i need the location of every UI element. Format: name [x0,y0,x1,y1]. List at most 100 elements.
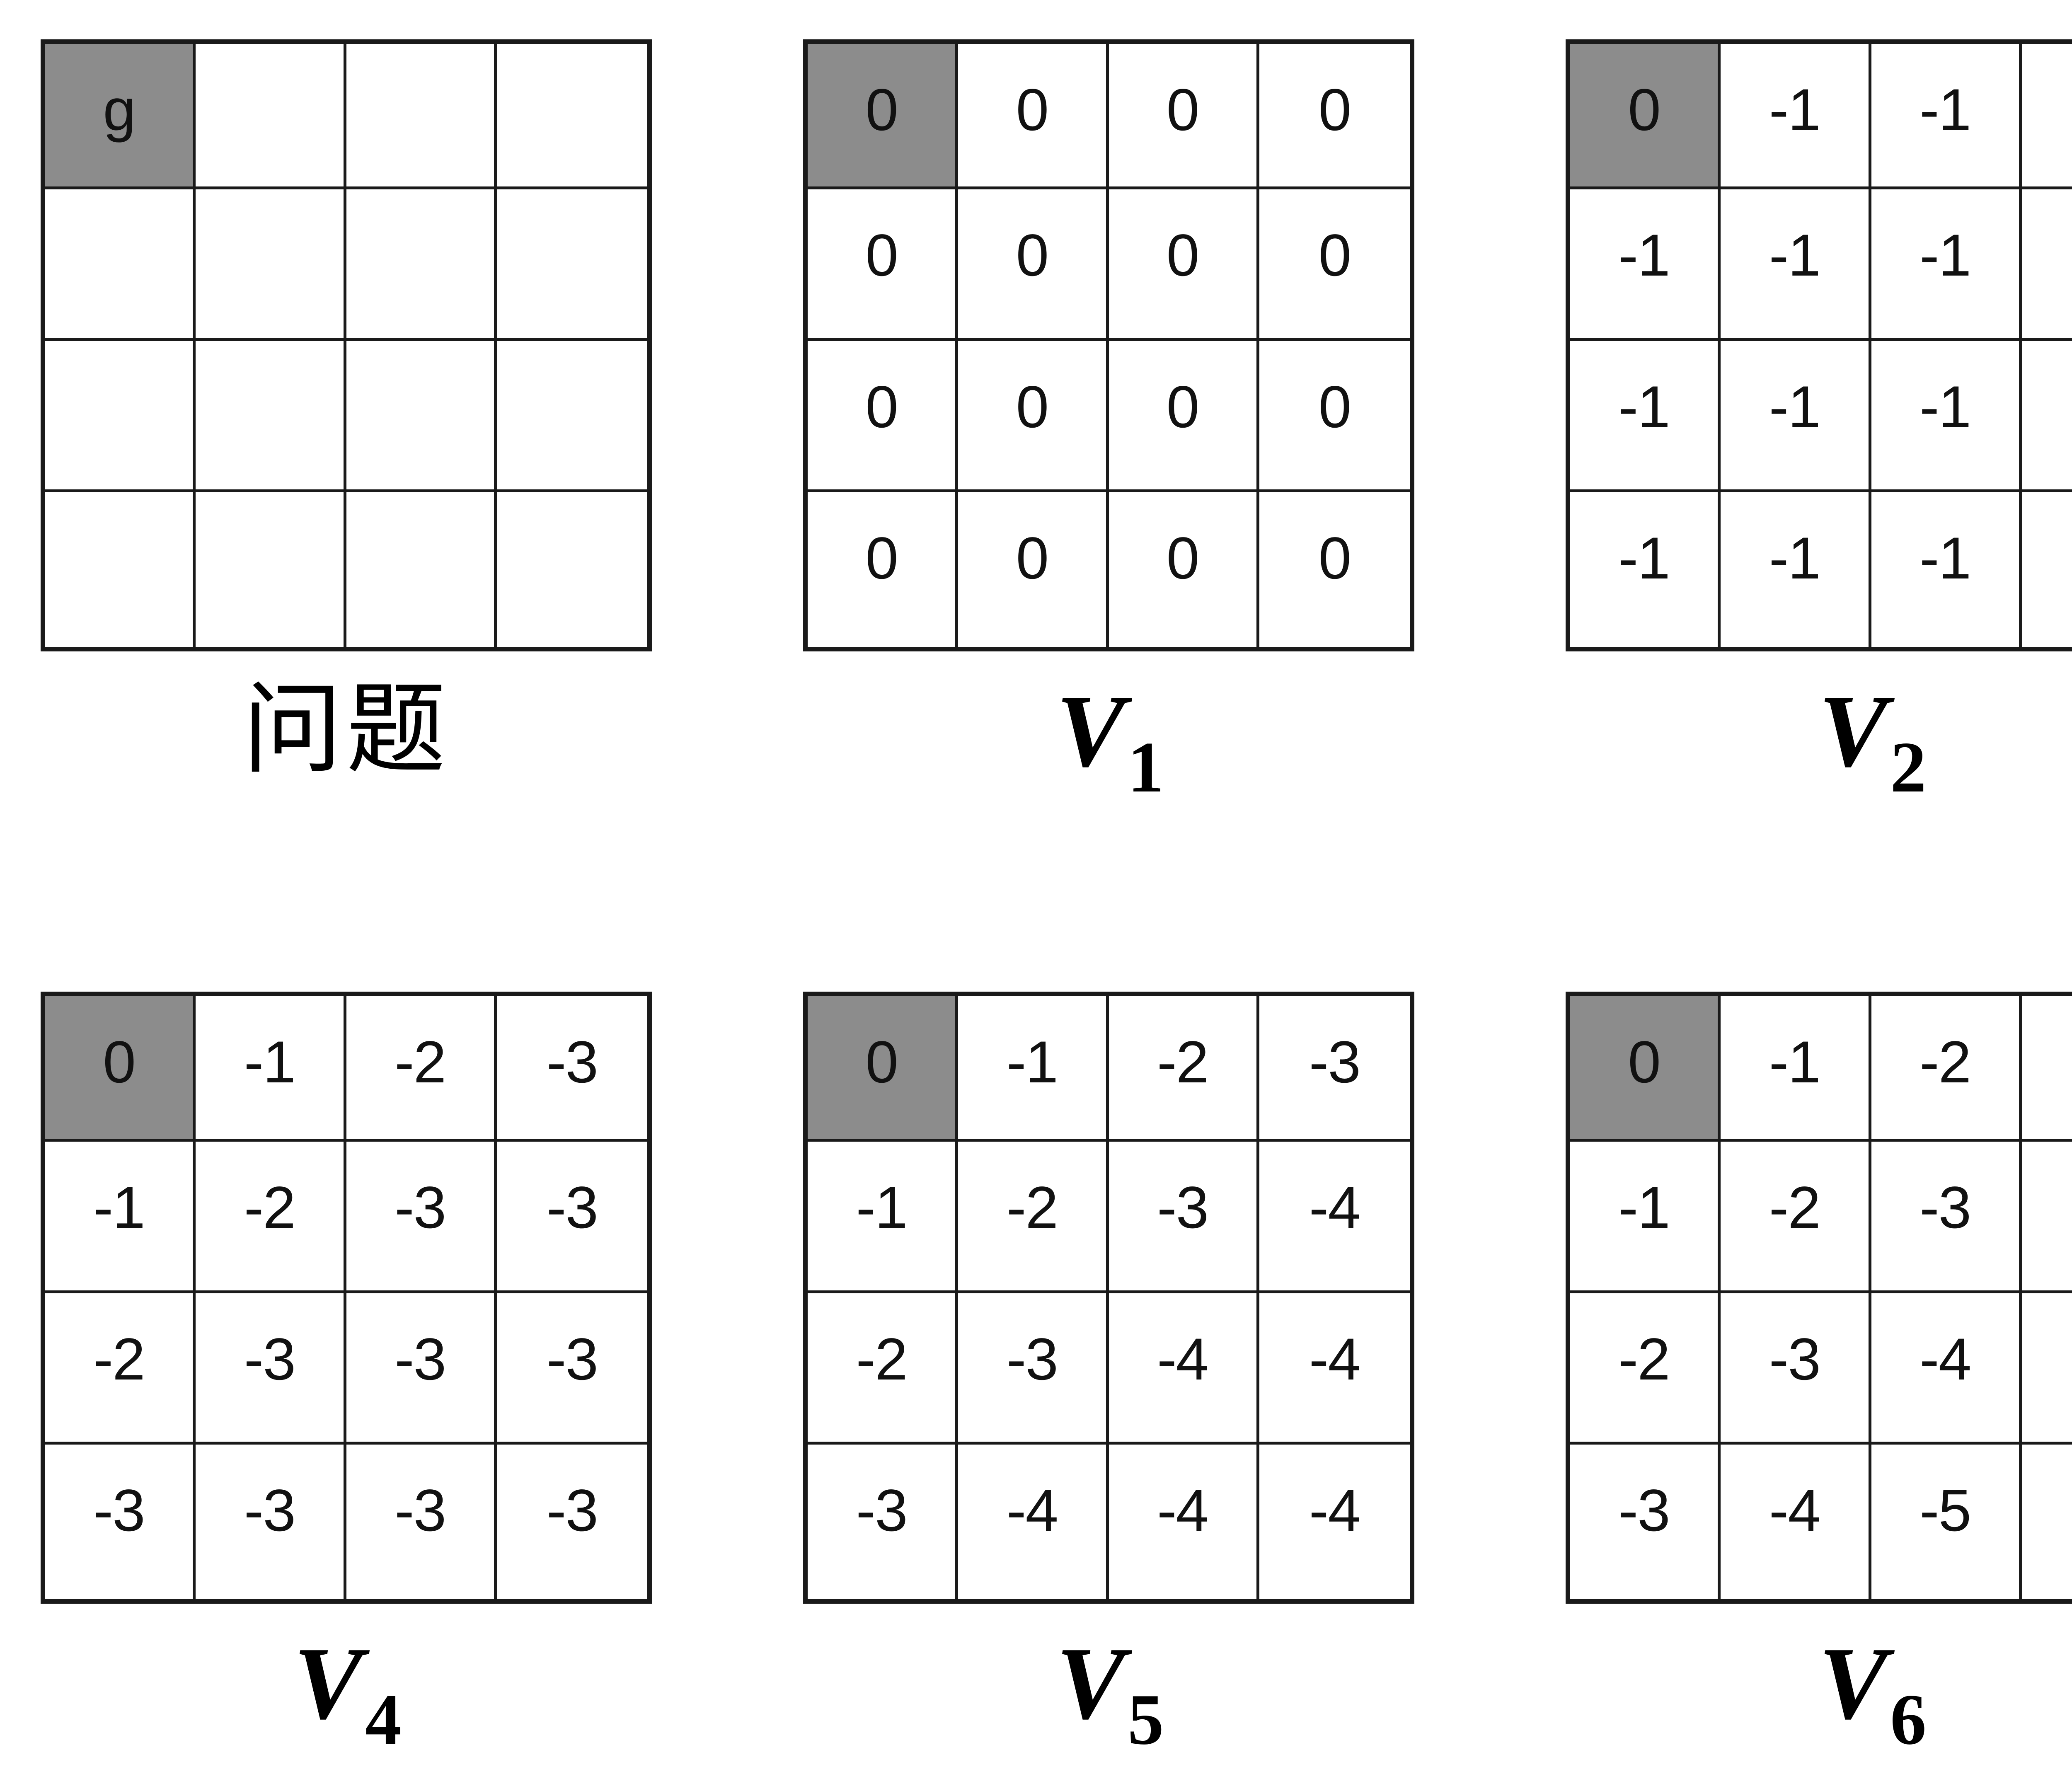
cell-value: -3 [546,1326,598,1392]
caption-label: 问题 [242,671,450,787]
cell-value: -3 [395,1326,446,1392]
cell-value: -1 [1769,77,1821,143]
grid-cell-r3-c3: -3 [496,1445,647,1599]
grid-cell-r0-c3: -3 [496,996,647,1142]
grid-cell-r3-c3: 0 [1259,492,1410,647]
grid-cell-r2-c0: -1 [1570,341,1721,493]
grid-cell-r2-c3 [496,341,647,493]
cell-value: -4 [1309,1478,1361,1544]
cell-value: -3 [546,1478,598,1544]
cell-value: 0 [1016,77,1049,143]
cell-value: 0 [1318,525,1352,592]
grid-cell-r3-c3: -1 [2021,492,2072,647]
cell-value: -4 [1309,1174,1361,1241]
panel-caption-V5: V5 [803,1632,1414,1756]
grid-cell-r1-c3: -3 [496,1141,647,1293]
cell-value: -1 [1920,374,1971,440]
grid-cell-r0-c2 [346,44,497,189]
panel-caption-V2: V2 [1566,680,2072,804]
value-grid-panel-V2: 0-1-1-1-1-1-1-1-1-1-1-1-1-1-1-1V2 [1566,39,2072,804]
grid-cell-r0-c1: -1 [1721,44,1871,189]
grid-cell-r3-c1: -4 [958,1445,1109,1599]
cell-value: 0 [1166,222,1200,288]
grid-cell-r2-c3: -5 [2021,1293,2072,1445]
cell-value: -1 [1769,374,1821,440]
cell-value: 0 [865,77,898,143]
cell-value: -4 [1309,1326,1361,1392]
grid-cell-r0-c3: -3 [2021,996,2072,1142]
grid-cell-r0-c2: -2 [346,996,497,1142]
grid-cell-r2-c1: -1 [1721,341,1871,493]
caption-subscript: 5 [1128,1679,1164,1759]
cell-value: 0 [865,525,898,592]
value-grid-panel-V6: 0-1-2-3-1-2-3-4-2-3-4-5-3-4-5-5V6 [1566,992,2072,1756]
grid-cell-r1-c2: 0 [1109,189,1259,341]
grid-cell-r0-c2: -2 [1871,996,2022,1142]
cell-value: -4 [1769,1478,1821,1544]
grid-cell-r3-c0: -3 [45,1445,196,1599]
cell-value: 0 [1628,1029,1661,1095]
grid-cell-r0-c2: 0 [1109,44,1259,189]
cell-value: -3 [1157,1174,1209,1241]
grid-cell-r2-c1: -3 [196,1293,346,1445]
panel-caption-V1: V1 [803,680,1414,804]
grid-cell-r2-c1: -3 [958,1293,1109,1445]
grid-cell-r3-c2: -5 [1871,1445,2022,1599]
cell-value: 0 [1166,77,1200,143]
grid-cell-r1-c2: -1 [1871,189,2022,341]
grid-cell-r2-c2: -3 [346,1293,497,1445]
cell-value: -3 [1309,1029,1361,1095]
grid-cell-r3-c3: -5 [2021,1445,2072,1599]
grid-cell-r0-c2: -2 [1109,996,1259,1142]
cell-value: -4 [1920,1326,1971,1392]
cell-value: 0 [865,1029,898,1095]
cell-value: g [103,77,136,143]
grid-cell-r1-c0: -1 [808,1141,959,1293]
cell-value: -2 [395,1029,446,1095]
cell-value: 0 [1628,77,1661,143]
grid-cell-r1-c0 [45,189,196,341]
cell-value: 0 [1166,525,1200,592]
grid-cell-r1-c0: 0 [808,189,959,341]
cell-value: 0 [1318,77,1352,143]
grid-cell-r3-c0 [45,492,196,647]
grid-problem: g [41,39,652,651]
cell-value: -1 [856,1174,908,1241]
cell-value: -1 [93,1174,145,1241]
cell-value: -1 [244,1029,296,1095]
grid-cell-r3-c0: 0 [808,492,959,647]
goal-cell-r0-c0: g [45,44,196,189]
grid-cell-r1-c0: -1 [1570,189,1721,341]
grid-cell-r1-c0: -1 [45,1141,196,1293]
cell-value: -2 [1006,1174,1058,1241]
grid-cell-r2-c1: 0 [958,341,1109,493]
grid-cell-r2-c0: 0 [808,341,959,493]
grid-cell-r0-c3 [496,44,647,189]
panel-caption-V4: V4 [41,1632,652,1756]
cell-value: -3 [856,1478,908,1544]
cell-value: 0 [1166,374,1200,440]
grid-cell-r1-c1: -2 [1721,1141,1871,1293]
goal-cell-r0-c0: 0 [808,996,959,1142]
cell-value: -1 [1769,222,1821,288]
grid-cell-r1-c2: -3 [346,1141,497,1293]
caption-subscript: 2 [1890,727,1927,807]
grid-cell-r1-c1: -2 [196,1141,346,1293]
grid-cell-r1-c3: -1 [2021,189,2072,341]
cell-value: -2 [244,1174,296,1241]
cell-value: -2 [1769,1174,1821,1241]
grid-V2: 0-1-1-1-1-1-1-1-1-1-1-1-1-1-1-1 [1566,39,2072,651]
grid-cell-r2-c3: -1 [2021,341,2072,493]
caption-symbol: V [1818,1626,1888,1741]
grid-cell-r3-c2: -4 [1109,1445,1259,1599]
grid-cell-r2-c0: -2 [808,1293,959,1445]
goal-cell-r0-c0: 0 [808,44,959,189]
cell-value: -3 [244,1326,296,1392]
cell-value: 0 [1318,374,1352,440]
grid-cell-r1-c3: -4 [1259,1141,1410,1293]
cell-value: -3 [1920,1174,1971,1241]
grid-cell-r3-c1: -1 [1721,492,1871,647]
cell-value: -3 [546,1029,598,1095]
cell-value: -3 [395,1174,446,1241]
